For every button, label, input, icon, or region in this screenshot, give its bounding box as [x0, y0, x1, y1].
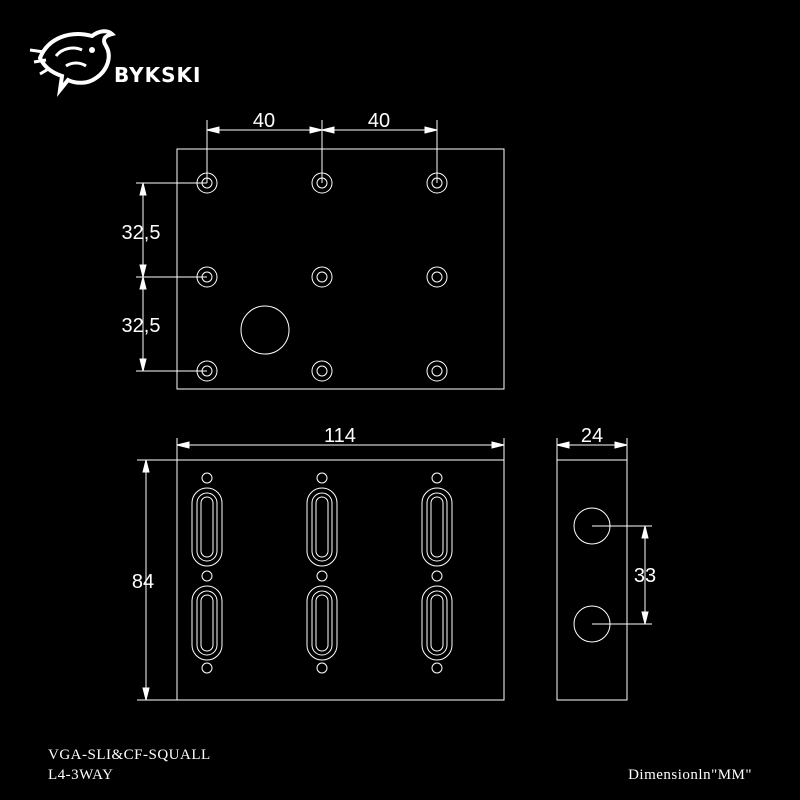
- top-view: [136, 120, 505, 390]
- dim-spacing-right: 40: [368, 110, 390, 132]
- side-view-outline: [556, 459, 628, 701]
- dim-vertical-lower: 32,5: [122, 315, 161, 337]
- dim-width: 114: [324, 425, 356, 447]
- dim-height: 84: [132, 571, 154, 593]
- slot-column-1: [191, 472, 223, 674]
- slot-column-2: [306, 472, 338, 674]
- side-view: [556, 438, 652, 701]
- dim-vertical-upper: 32,5: [122, 222, 161, 244]
- model-line-2: L4-3WAY: [48, 767, 113, 783]
- front-view-outline: [176, 459, 505, 701]
- top-view-outline: [176, 148, 505, 390]
- dim-spacing-left: 40: [253, 110, 275, 132]
- slot-column-3: [421, 472, 453, 674]
- mounting-holes: [196, 172, 448, 382]
- brand-wordmark: BYKSKI: [114, 63, 201, 87]
- dim-depth: 24: [581, 425, 603, 447]
- front-view: [137, 438, 505, 701]
- dim-port-spacing: 33: [634, 565, 656, 587]
- model-line-1: VGA-SLI&CF-SQUALL: [48, 747, 211, 763]
- bykski-dragon-logo: [29, 29, 116, 97]
- units-note: Dimensionln"MM": [628, 767, 752, 783]
- port-hole: [240, 305, 290, 355]
